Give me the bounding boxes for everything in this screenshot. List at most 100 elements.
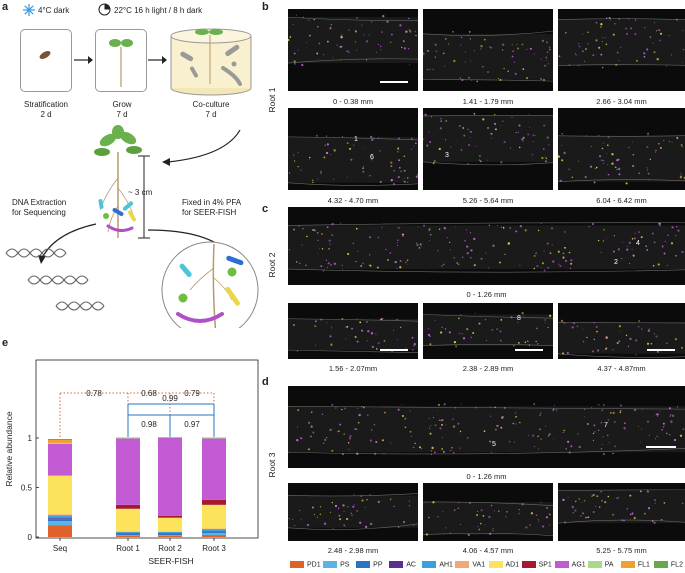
bacteria-signal (300, 169, 302, 171)
bacteria-signal (651, 520, 654, 522)
bacteria-signal (523, 315, 525, 317)
bacteria-signal (350, 158, 353, 161)
bacteria-signal (434, 43, 437, 46)
bacteria-signal (563, 321, 566, 324)
bacteria-signal (495, 428, 497, 431)
bacteria-signal (440, 118, 442, 120)
micrograph-texture (288, 14, 418, 67)
bacteria-signal (397, 242, 398, 244)
bacteria-signal (476, 80, 479, 83)
bacteria-signal (444, 65, 446, 67)
scale-bar (646, 446, 676, 448)
bacteria-signal (379, 180, 382, 183)
bacteria-signal (541, 156, 544, 160)
bacteria-signal (619, 409, 622, 412)
bacteria-signal (306, 31, 308, 33)
bacteria-signal (469, 38, 472, 40)
bacteria-signal (377, 342, 380, 345)
legend-item-fl2: FL2 (653, 561, 683, 571)
bacteria-signal (466, 327, 469, 331)
co-culture-dish-icon (170, 28, 252, 96)
bacteria-signal (534, 135, 536, 137)
bacteria-signal (500, 319, 503, 321)
bacteria-signal (558, 55, 561, 58)
bacteria-signal (634, 32, 637, 36)
seq-similarity-label: 0.79 (184, 389, 200, 398)
bacteria-signal (360, 495, 362, 497)
bacteria-signal (415, 142, 417, 144)
bacteria-signal (587, 43, 589, 45)
bacteria-signal (441, 424, 443, 426)
bacteria-signal (502, 227, 505, 229)
bacteria-signal (426, 144, 429, 147)
bacteria-signal (442, 510, 444, 512)
bacteria-signal (453, 509, 456, 512)
bacteria-signal (434, 424, 437, 427)
bacteria-signal (362, 147, 364, 149)
bacteria-signal (652, 42, 654, 44)
caption-root3-1: 2.48 - 2.98 mm (327, 546, 379, 555)
bacteria-signal (647, 179, 649, 181)
bacteria-signal (474, 406, 477, 409)
bacteria-signal (537, 435, 539, 438)
bacteria-signal (467, 34, 469, 37)
bacteria-signal (446, 237, 448, 239)
bacteria-signal (333, 178, 335, 180)
bacteria-signal (442, 52, 445, 55)
root-tissue (558, 490, 685, 524)
bacteria-signal (651, 232, 654, 235)
y-tick-label: 1 (28, 434, 33, 443)
bacteria-signal (288, 249, 291, 251)
bacteria-signal (364, 506, 366, 508)
bacteria-signal (437, 516, 439, 518)
bacteria-signal (514, 441, 515, 443)
bacteria-signal (647, 132, 649, 135)
bacteria-signal (295, 14, 297, 16)
dna-sequencing-label: for Sequencing (12, 208, 66, 217)
bacteria-signal (605, 347, 607, 350)
bacteria-signal (441, 326, 443, 329)
bacteria-signal (450, 146, 452, 148)
bacteria-signal (492, 244, 495, 247)
bacteria-signal (612, 411, 615, 415)
bacteria-signal (366, 59, 368, 61)
root-outline (558, 353, 685, 358)
bacteria-signal (458, 332, 461, 335)
bacteria-signal (602, 159, 605, 162)
bacteria-signal (646, 169, 649, 171)
light-condition-label: 22°C 16 h light / 8 h dark (114, 6, 203, 15)
bacteria-signal (322, 270, 324, 272)
legend-swatch (389, 561, 404, 568)
bacteria-signal (412, 524, 415, 527)
bacteria-signal (669, 415, 671, 417)
bacteria-signal (293, 60, 296, 63)
cell-marker: 6 (370, 154, 374, 161)
bacteria-signal (521, 312, 524, 315)
bacteria-signal (596, 495, 599, 498)
bacteria-signal (396, 267, 398, 269)
bacteria-signal (659, 411, 661, 413)
bacteria-signal (681, 146, 683, 148)
root-similarity-label: 0.99 (162, 394, 178, 403)
bacteria-signal (501, 415, 504, 419)
bacteria-signal (380, 318, 383, 321)
bacteria-signal (464, 61, 466, 63)
bacteria-signal (658, 142, 660, 145)
bacteria-signal (619, 46, 622, 49)
bacteria-signal (313, 19, 315, 21)
bacteria-signal (590, 145, 592, 147)
root-outline (288, 318, 418, 322)
bacteria-signal (666, 432, 668, 435)
bacteria-signal (656, 58, 659, 61)
plot-frame (35, 359, 259, 539)
bacteria-signal (646, 490, 650, 493)
bacteria-signal (575, 54, 577, 56)
bacteria-signal (646, 167, 648, 169)
bacteria-signal (469, 136, 471, 139)
bacteria-signal (540, 501, 542, 504)
bacteria-signal (510, 316, 513, 319)
bacteria-signal (515, 412, 517, 414)
bacteria-signal (353, 494, 355, 496)
bacteria-signal (598, 404, 600, 406)
bacteria-signal (658, 29, 661, 32)
